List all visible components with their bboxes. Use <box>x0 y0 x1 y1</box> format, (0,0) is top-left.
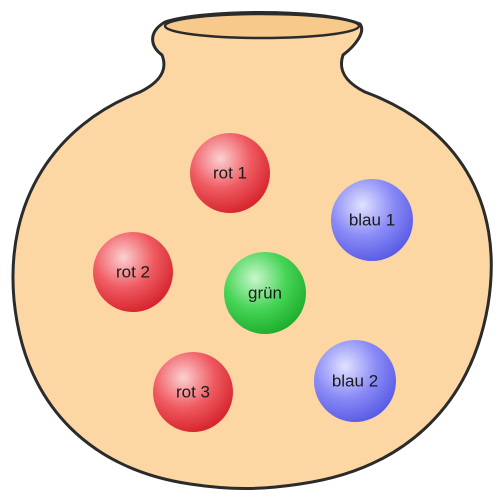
ball-label: rot 1 <box>213 164 247 183</box>
ball-rot-2: rot 2 <box>93 232 173 312</box>
ball-label: grün <box>248 284 282 303</box>
ball-label: blau 1 <box>349 211 395 230</box>
ball-blau-2: blau 2 <box>314 340 396 422</box>
ball-grun: grün <box>224 252 306 334</box>
ball-rot-1: rot 1 <box>190 133 270 213</box>
ball-label: blau 2 <box>332 372 378 391</box>
ball-blau-1: blau 1 <box>331 179 413 261</box>
ball-label: rot 3 <box>176 383 210 402</box>
urn-mouth <box>165 14 359 38</box>
urn-body <box>13 13 491 489</box>
ball-label: rot 2 <box>116 263 150 282</box>
ball-rot-3: rot 3 <box>153 352 233 432</box>
